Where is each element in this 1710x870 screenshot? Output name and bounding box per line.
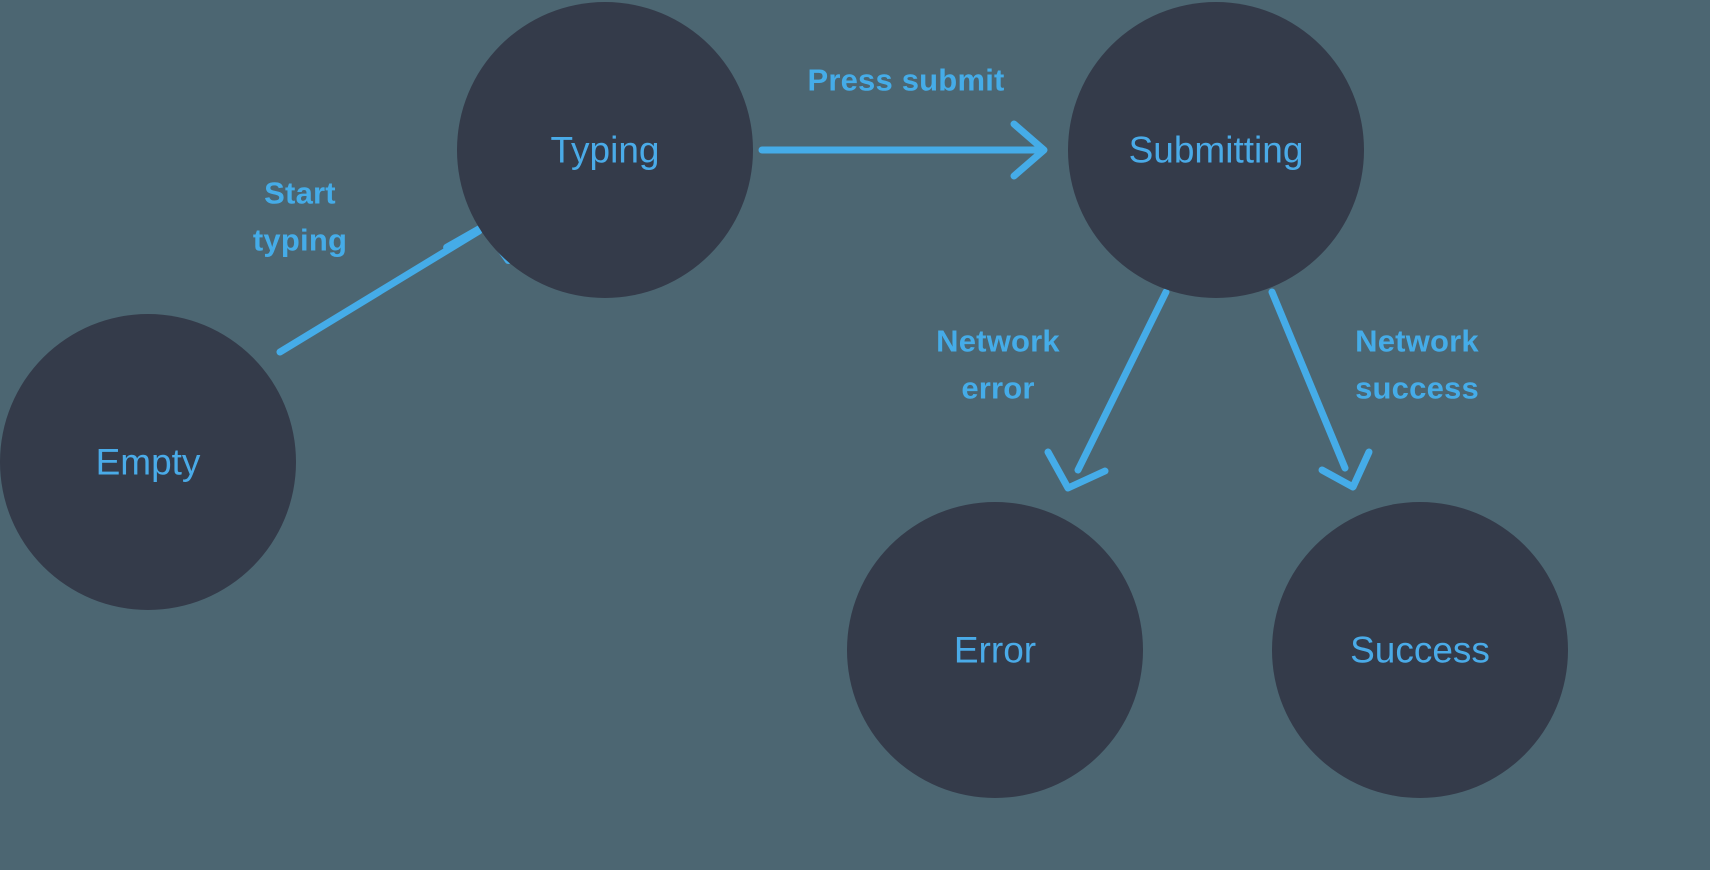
node-submitting[interactable]: Submitting (1068, 2, 1364, 298)
node-typing[interactable]: Typing (457, 2, 753, 298)
edge-label-network-success: Network success (1355, 324, 1479, 406)
edge-typing-to-submitting (758, 120, 1048, 180)
node-circle-error[interactable] (847, 502, 1143, 798)
node-label-success: Success (1350, 630, 1490, 671)
edge-label-start-typing-line-1: Start (264, 176, 336, 211)
node-label-empty: Empty (96, 442, 201, 483)
node-error[interactable]: Error (847, 502, 1143, 798)
node-circle-success[interactable] (1272, 502, 1568, 798)
edge-label-press-submit-line-1: Press submit (807, 63, 1004, 98)
node-success[interactable]: Success (1272, 502, 1568, 798)
edge-line-network-error (1074, 288, 1170, 474)
edge-label-start-typing-line-2: typing (253, 223, 347, 258)
edge-label-network-error: Network error (936, 324, 1060, 406)
edge-label-network-success-line-1: Network (1355, 324, 1479, 359)
edge-label-network-error-line-1: Network (936, 324, 1060, 359)
arrowhead-press-submit (1010, 120, 1048, 180)
edge-submitting-to-error (1044, 288, 1170, 492)
node-circle-typing[interactable] (457, 2, 753, 298)
node-circle-submitting[interactable] (1068, 2, 1364, 298)
node-empty[interactable]: Empty (0, 314, 296, 610)
edge-label-network-success-line-2: success (1355, 371, 1479, 406)
edge-label-start-typing: Start typing (253, 176, 347, 258)
node-label-submitting: Submitting (1129, 130, 1304, 171)
edge-submitting-to-success (1268, 288, 1373, 491)
edge-label-network-error-line-2: error (961, 371, 1034, 406)
edge-line-start-typing (276, 227, 483, 356)
node-label-error: Error (954, 630, 1036, 671)
arrowhead-network-success (1318, 448, 1373, 491)
node-circle-empty[interactable] (0, 314, 296, 610)
edge-line-network-success (1268, 288, 1349, 472)
node-label-typing: Typing (550, 130, 659, 171)
edge-label-press-submit: Press submit (807, 63, 1004, 98)
arrowhead-network-error (1044, 448, 1109, 492)
